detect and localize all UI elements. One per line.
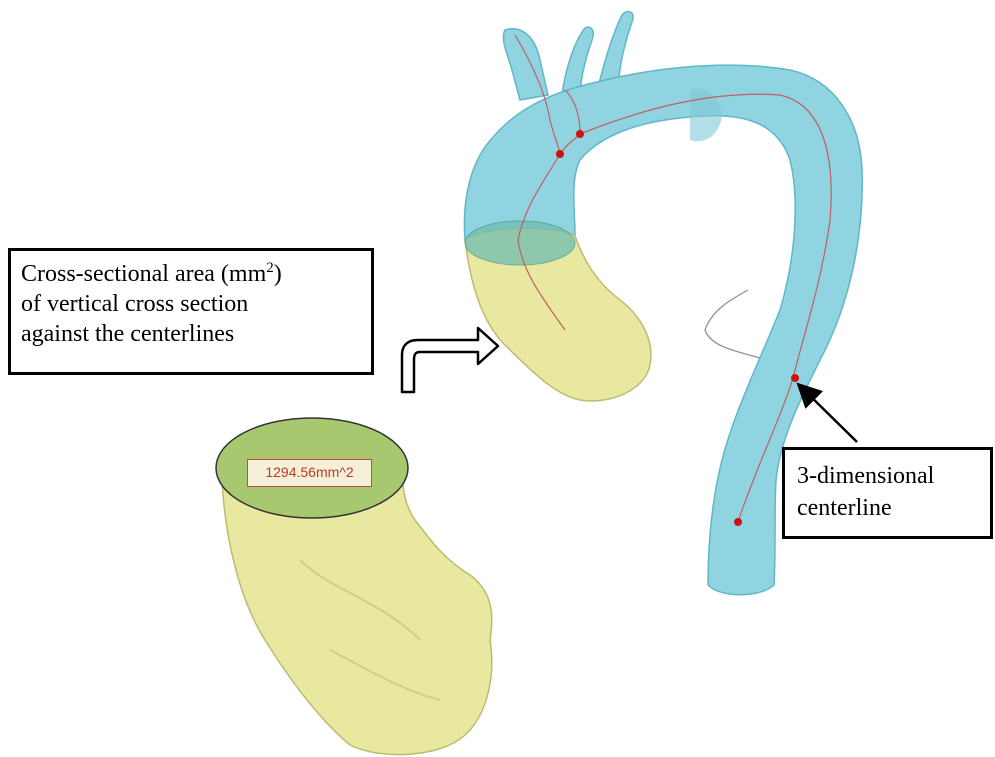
callout-left-line3: against the centerlines [21, 319, 361, 349]
callout-left-line2: of vertical cross section [21, 289, 361, 319]
aortic-root-model [465, 221, 651, 401]
area-measurement-label: 1294.56mm^2 [247, 459, 372, 487]
cross-section-plane [465, 221, 575, 265]
cross-section-callout: Cross-sectional area (mm2) of vertical c… [8, 248, 374, 375]
centerline-callout: 3-dimensional centerline [782, 447, 993, 539]
curved-arrow-icon [402, 328, 498, 392]
centerline-point-4 [734, 518, 742, 526]
callout-left-line1: Cross-sectional area (mm2) [21, 259, 361, 289]
centerline-artifact [705, 290, 760, 358]
callout-right-line2: centerline [797, 492, 978, 524]
centerline-point-2 [556, 150, 564, 158]
callout-right-line1: 3-dimensional [797, 460, 978, 492]
centerline-point-1 [576, 130, 584, 138]
pointer-arrow-icon [800, 386, 857, 442]
centerline-point-3 [791, 374, 799, 382]
